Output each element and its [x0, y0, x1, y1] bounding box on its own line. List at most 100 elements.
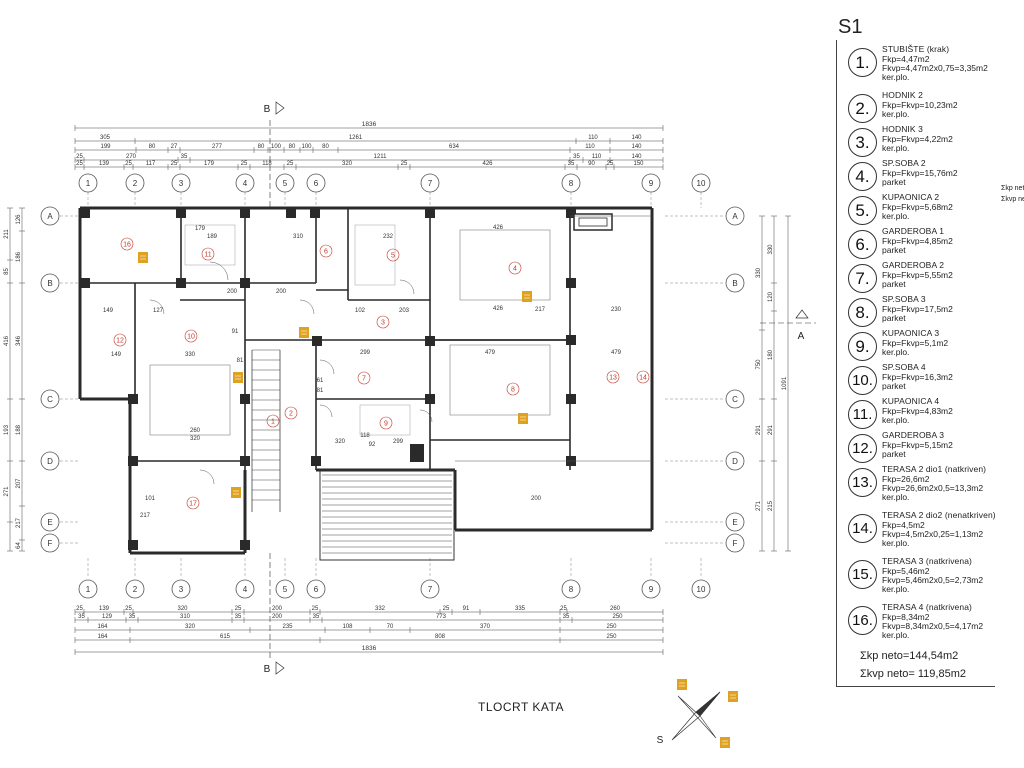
legend-item-area: Fkp=4,47m2	[882, 54, 930, 64]
dimension-label: 25	[171, 161, 178, 167]
dimension-label: 180	[768, 349, 774, 360]
room-dimension: 91	[232, 329, 239, 335]
column	[80, 208, 90, 218]
dimension-label: 750	[756, 359, 762, 370]
legend-item-name: SP.SOBA 2	[882, 158, 926, 168]
dimension-label: 320	[185, 624, 196, 630]
legend-item-material: ker.plo.	[882, 143, 910, 153]
room-dimension: 320	[335, 439, 346, 445]
bed	[149, 364, 231, 436]
grid-axis-bubble	[40, 206, 60, 226]
grid-axis-bubble	[171, 173, 191, 193]
grid-axis-label: A	[47, 212, 53, 221]
grid-axis-bubble	[40, 451, 60, 471]
legend-item-area-calc: Fkvp=5,46m2x0,5=2,73m2	[882, 575, 984, 585]
room-dimension: 200	[227, 289, 238, 295]
grid-axis-bubble	[275, 579, 295, 599]
grid-axis-label: 8	[569, 585, 574, 594]
legend-item-area: Fkp=Fkvp=4,85m2	[882, 236, 953, 246]
grid-axis-bubble	[171, 579, 191, 599]
room-number-circle	[319, 244, 333, 258]
room-dimension: 61	[317, 378, 324, 384]
legend-item-material: ker.plo.	[882, 415, 910, 425]
room-dimension: 426	[493, 306, 504, 312]
note-marker-icon	[522, 291, 532, 302]
grid-axis-label: D	[732, 457, 738, 466]
legend-item-area: Fkp=5,46m2	[882, 566, 930, 576]
grid-axis-label: 7	[428, 585, 433, 594]
legend-item-name: SP.SOBA 4	[882, 362, 926, 372]
room-dimension: 217	[140, 513, 151, 519]
room-number-circle	[186, 496, 200, 510]
note-marker-icon	[231, 487, 241, 498]
dimension-label: 370	[480, 624, 491, 630]
room-number: 5	[391, 253, 395, 260]
grid-axis-bubble	[725, 389, 745, 409]
dimension-label: 129	[102, 614, 113, 620]
room-dimension: 200	[276, 289, 287, 295]
dimension-label: 35	[313, 614, 320, 620]
room-number: 8	[511, 387, 515, 394]
section-arrow	[795, 309, 809, 319]
dimension-label: 291	[756, 424, 762, 435]
dimension-label: 140	[631, 144, 642, 150]
dimension-label: 615	[220, 634, 231, 640]
room-dimension: 127	[153, 308, 164, 314]
grid-axis-label: 4	[243, 585, 248, 594]
dimension-label: 416	[4, 335, 10, 346]
grid-axis-bubble	[78, 579, 98, 599]
dimension-label: 150	[633, 161, 644, 167]
legend-item-area: Fkp=Fkvp=4,22m2	[882, 134, 953, 144]
dimension-label: 35	[573, 154, 580, 160]
door-swing	[209, 261, 229, 281]
dimension-label: 117	[146, 161, 156, 167]
room-dimension: 310	[293, 234, 304, 240]
legend-item-material: ker.plo.	[882, 347, 910, 357]
grid-axis-bubble	[725, 512, 745, 532]
room-dimension: 200	[531, 496, 542, 502]
room-dimension: 102	[355, 308, 366, 314]
column	[425, 394, 435, 404]
room-dimension: 101	[145, 496, 156, 502]
room-dimension: 299	[360, 350, 371, 356]
dimension-label: 35	[78, 614, 85, 620]
legend-item-number: 16.	[848, 606, 877, 635]
legend-item-name: KUPAONICA 3	[882, 328, 940, 338]
grid-axis-label: F	[48, 539, 53, 548]
legend-item-number: 9.	[848, 332, 877, 361]
dimension-label: 100	[301, 144, 312, 150]
column	[566, 208, 576, 218]
column	[566, 394, 576, 404]
dimension-label: 200	[272, 614, 283, 620]
grid-axis-bubble	[306, 173, 326, 193]
room-dimension: 320	[190, 436, 201, 442]
section-marker-label: B	[264, 664, 271, 675]
column	[566, 335, 576, 345]
note-marker-icon	[518, 413, 528, 424]
dimension-label: 1261	[349, 135, 363, 141]
grid-axis-bubble	[40, 512, 60, 532]
note-marker-icon	[233, 372, 243, 383]
grid-axis-label: 10	[697, 179, 706, 188]
grid-axis-label: E	[732, 518, 737, 527]
room-dimension: 426	[493, 225, 504, 231]
legend-item-number: 12.	[848, 434, 877, 463]
column	[128, 394, 138, 404]
dimension-label: 186	[16, 251, 22, 262]
bed	[449, 344, 551, 416]
grid-axis-bubble	[561, 173, 581, 193]
door-swing	[319, 359, 335, 375]
dimension-label: 217	[16, 517, 22, 528]
dimension-label: 211	[4, 229, 10, 239]
dimension-label: 118	[262, 161, 272, 167]
dimension-label: 330	[768, 244, 774, 255]
legend-item-number: 6.	[848, 230, 877, 259]
legend-item-number: 7.	[848, 264, 877, 293]
dimension-label: 1211	[374, 154, 388, 160]
dimension-label: 271	[756, 500, 762, 511]
dimension-label: 193	[4, 424, 10, 435]
grid-axis-bubble	[306, 579, 326, 599]
